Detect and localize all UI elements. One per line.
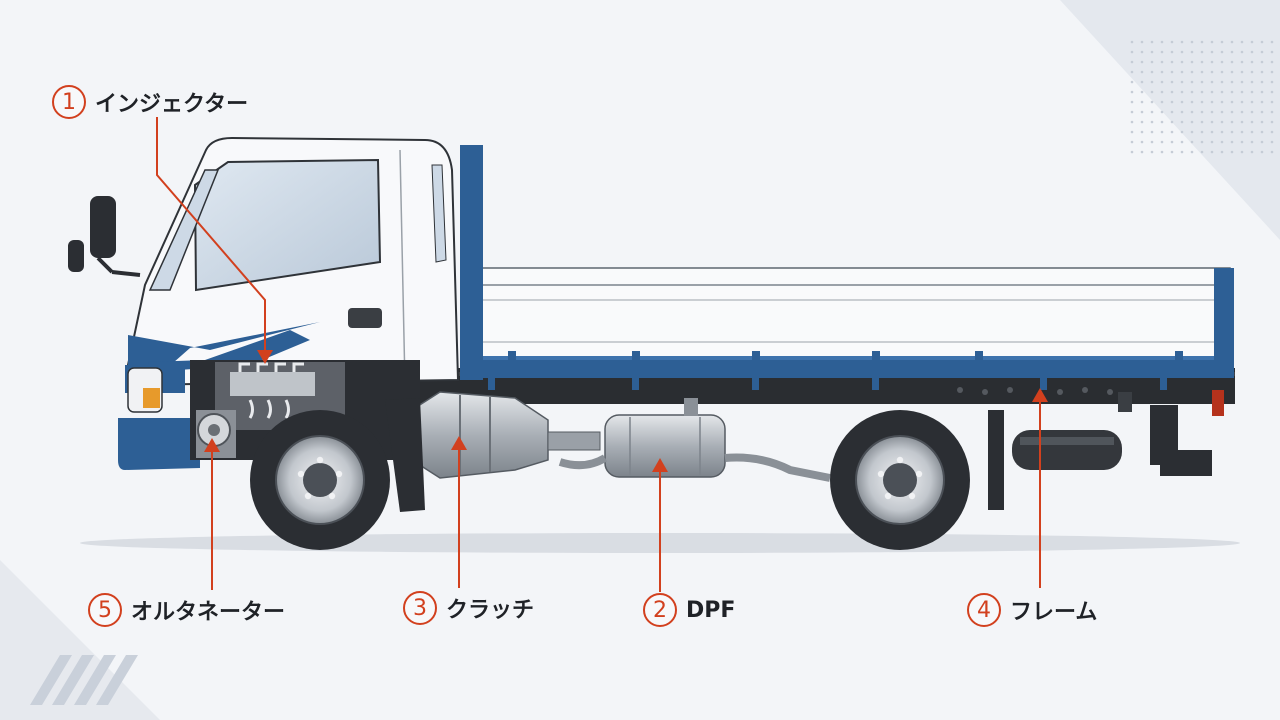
callout-frame: 4 フレーム xyxy=(967,590,1097,630)
leader-line-1 xyxy=(156,117,266,352)
callout-injector: 1 インジェクター xyxy=(52,82,248,122)
arrowheads xyxy=(204,350,1048,472)
callout-alternator: 5 オルタネーター xyxy=(88,590,285,630)
side-mirror xyxy=(68,196,141,277)
arrowhead-3 xyxy=(451,436,467,450)
callout-label-frame: フレーム xyxy=(1010,600,1098,625)
callout-number-5: 5 xyxy=(88,593,122,627)
dpf-unit xyxy=(558,398,831,482)
callout-number-4: 4 xyxy=(967,593,1001,627)
spare-tire xyxy=(1012,430,1122,470)
callout-number-3: 3 xyxy=(403,591,437,625)
cargo-bed xyxy=(460,145,1234,416)
front-wheel xyxy=(250,410,390,550)
callout-label-clutch: クラッチ xyxy=(446,598,535,623)
callout-clutch: 3 クラッチ xyxy=(403,588,534,628)
front-mud-flap xyxy=(385,398,425,512)
callout-number-1: 1 xyxy=(52,85,86,119)
rear-wheel xyxy=(830,410,970,550)
headboard-post xyxy=(460,145,483,380)
callout-label-dpf: DPF xyxy=(686,597,736,623)
arrowhead-1 xyxy=(257,350,273,364)
front-bumper xyxy=(118,418,200,470)
arrowhead-4 xyxy=(1032,388,1048,402)
transmission xyxy=(414,391,601,479)
callout-label-alternator: オルタネーター xyxy=(131,600,286,625)
arrowhead-2 xyxy=(652,458,668,472)
mud-flap xyxy=(988,405,1212,510)
callout-label-injector: インジェクター xyxy=(95,92,249,117)
arrowhead-5 xyxy=(204,438,220,452)
callout-dpf: 2 DPF xyxy=(643,590,735,630)
callout-number-2: 2 xyxy=(643,593,677,627)
leader-lines xyxy=(156,117,1041,592)
